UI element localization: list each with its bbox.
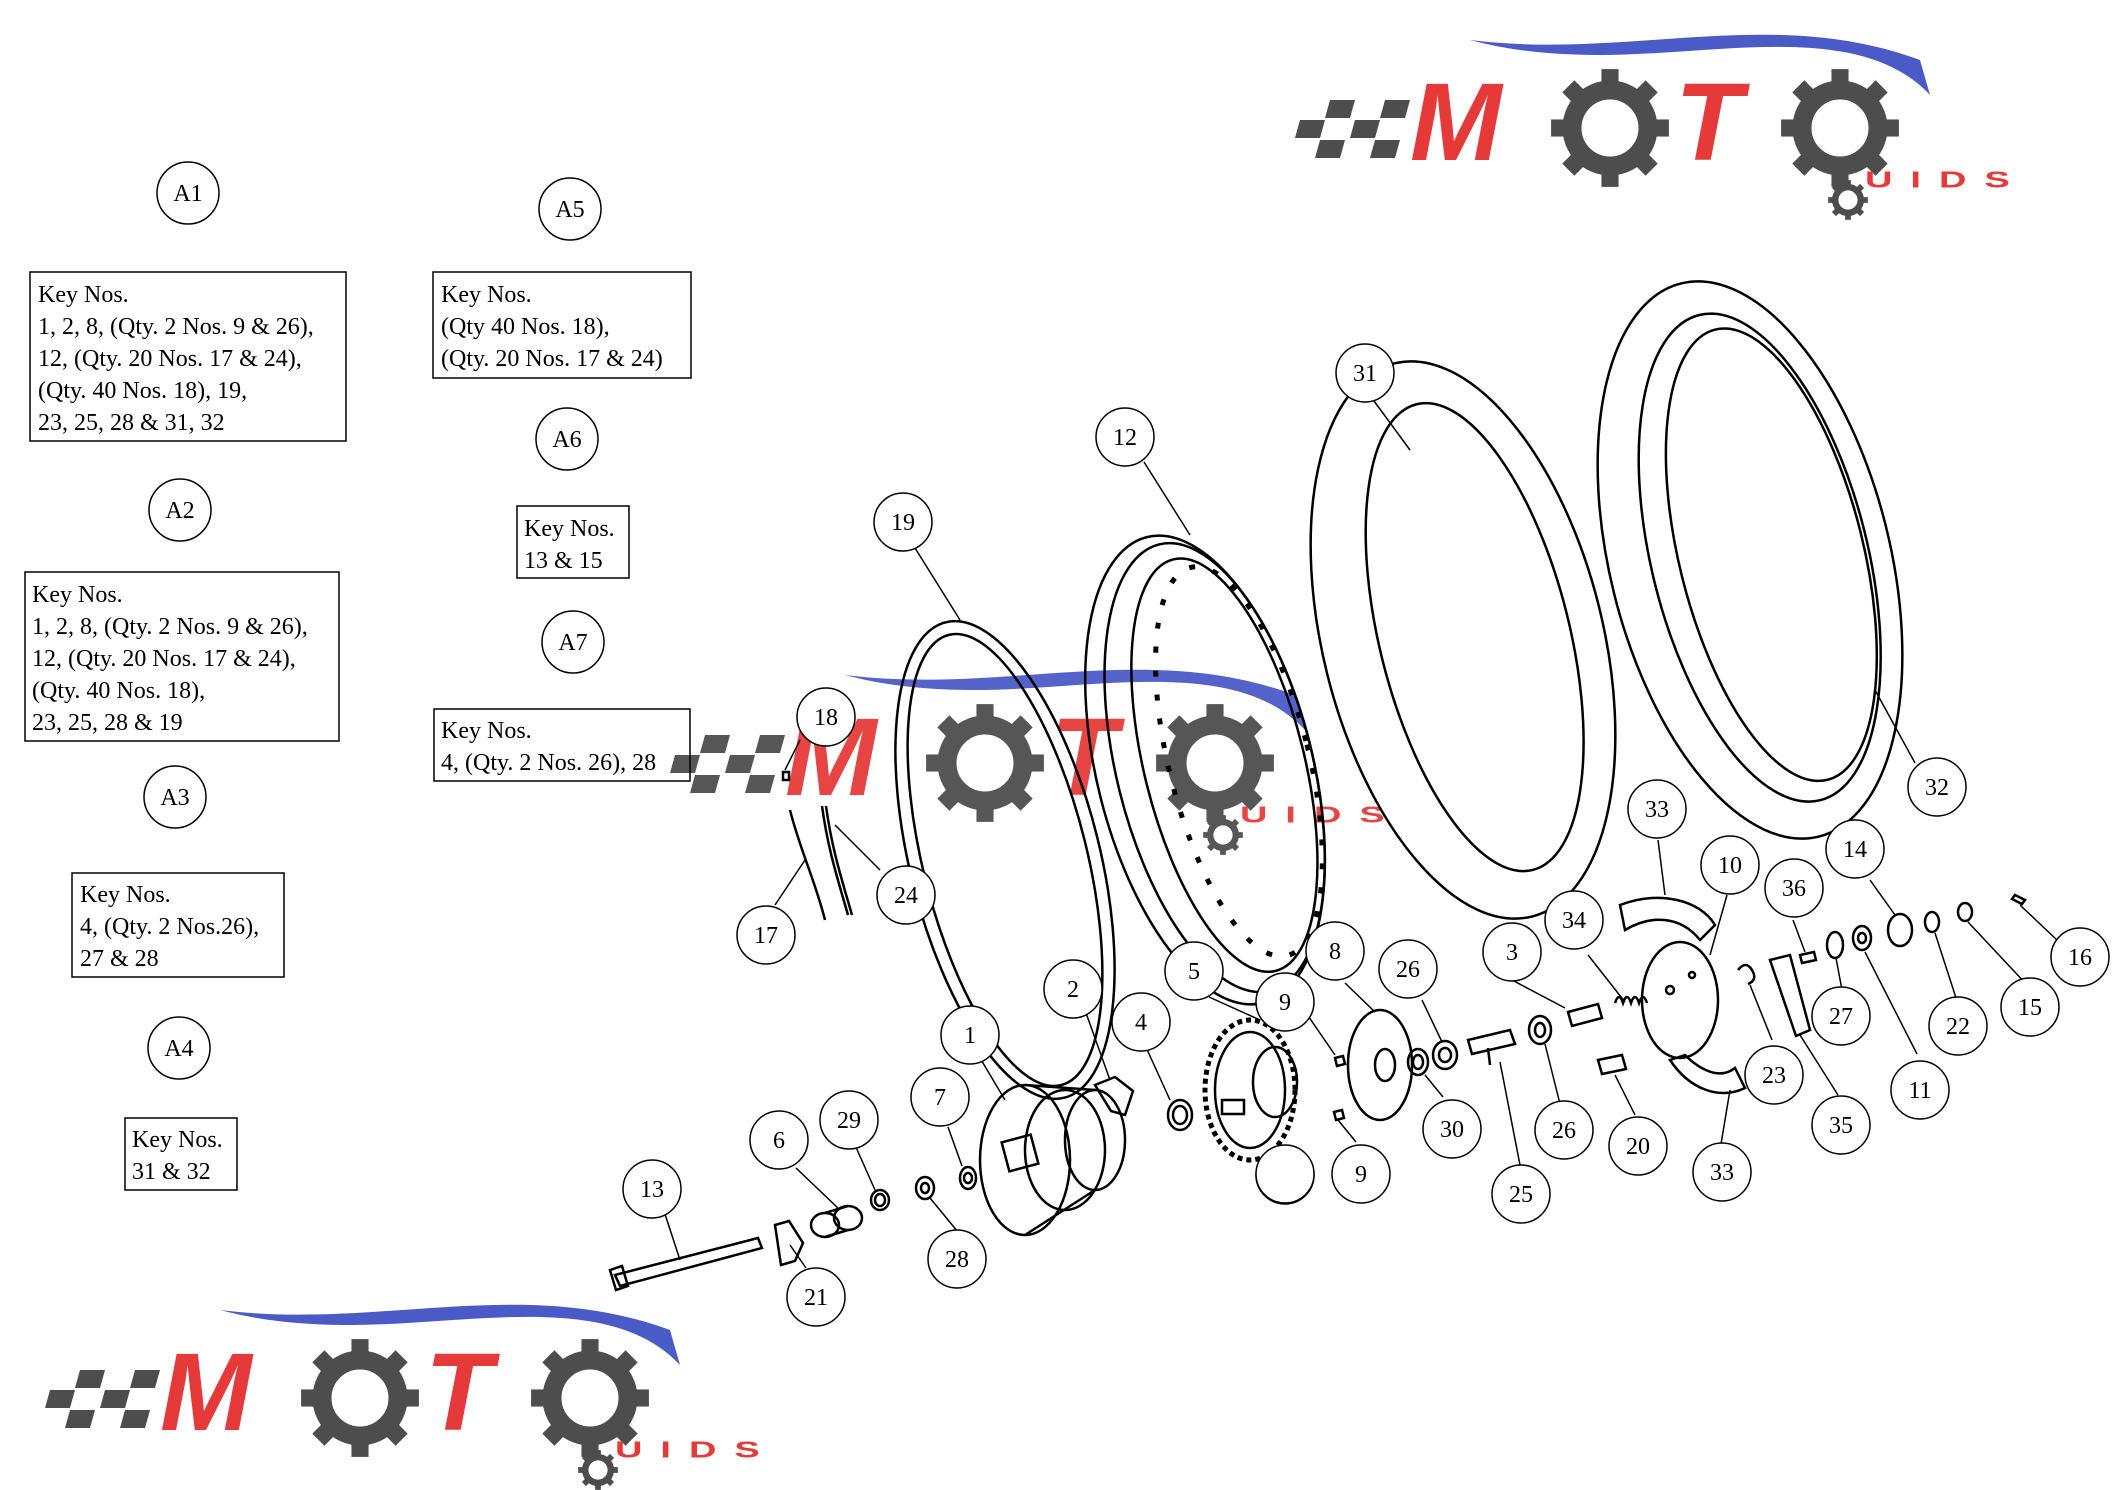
assembly-key-text: Key Nos. 1, 2, 8, (Qty. 2 Nos. 9 & 26), … — [32, 282, 663, 1185]
part-drawings — [608, 280, 2027, 1292]
part-number-circles-extra — [1255, 972, 1391, 1204]
part-label-1: 1 — [964, 1023, 976, 1049]
part-number-circles — [622, 343, 2110, 1327]
part-label-11: 11 — [1908, 1078, 1931, 1104]
part-label-16: 16 — [2068, 945, 2092, 971]
part-label-28: 28 — [945, 1247, 969, 1273]
a1-line: 12, (Qty. 20 Nos. 17 & 24), — [38, 346, 302, 372]
a1-line: Key Nos. — [38, 282, 129, 308]
part-label-15: 15 — [2018, 995, 2042, 1021]
part-label-22: 22 — [1946, 1014, 1970, 1040]
part-leader-lines — [662, 400, 2058, 1269]
a1-line: 23, 25, 28 & 31, 32 — [38, 410, 225, 436]
assembly-id-a1: A1 — [173, 181, 202, 207]
part-label-19: 19 — [891, 510, 915, 536]
a6-line: Key Nos. — [524, 516, 615, 542]
part-label-33-bottom: 33 — [1710, 1160, 1734, 1186]
part-label-26-top: 26 — [1396, 957, 1420, 983]
part-number-labels: 31 12 19 18 24 17 32 33 10 36 14 16 34 3… — [640, 361, 2092, 1311]
a5-line: Key Nos. — [441, 282, 532, 308]
moto-guids-logo-bottom: UIDS — [45, 1305, 778, 1490]
a4-line: 31 & 32 — [132, 1159, 211, 1185]
part-label-7: 7 — [934, 1085, 946, 1111]
part-label-2: 2 — [1067, 977, 1079, 1003]
moto-guids-logo-center: UIDS — [670, 670, 1385, 855]
part-label-20: 20 — [1626, 1134, 1650, 1160]
a2-line: 23, 25, 28 & 19 — [32, 710, 183, 736]
a3-line: Key Nos. — [80, 882, 171, 908]
part-label-23: 23 — [1762, 1063, 1786, 1089]
part-label-17: 17 — [754, 923, 778, 949]
part-number-labels-extra: 9 9 — [1279, 990, 1367, 1188]
tyre-32 — [1596, 280, 1904, 840]
assembly-key-list — [24, 161, 692, 1191]
part-label-32: 32 — [1925, 775, 1949, 801]
assembly-id-a5: A5 — [555, 197, 584, 223]
moto-guids-logo-top: UIDS — [1295, 35, 2028, 220]
part-label-10: 10 — [1718, 853, 1742, 879]
assembly-labels: A1 A2 A3 A4 A5 A6 A7 — [160, 181, 587, 1062]
part-label-5: 5 — [1188, 959, 1200, 985]
part-label-8: 8 — [1329, 939, 1341, 965]
part-label-36: 36 — [1782, 876, 1806, 902]
a3-line: 27 & 28 — [80, 946, 159, 972]
part-label-14: 14 — [1843, 837, 1867, 863]
part-label-13: 13 — [640, 1177, 664, 1203]
a3-line: 4, (Qty. 2 Nos.26), — [80, 914, 259, 940]
part-label-6: 6 — [773, 1128, 785, 1154]
a5-line: (Qty. 20 Nos. 17 & 24) — [441, 346, 663, 372]
assembly-id-a7: A7 — [558, 630, 587, 656]
a7-line: 4, (Qty. 2 Nos. 26), 28 — [441, 750, 656, 776]
part-label-21: 21 — [804, 1285, 828, 1311]
a2-line: (Qty. 40 Nos. 18), — [32, 678, 205, 704]
assembly-id-a4: A4 — [164, 1036, 193, 1062]
assembly-id-a6: A6 — [552, 427, 581, 453]
part-label-35: 35 — [1829, 1113, 1853, 1139]
part-label-9a: 9 — [1279, 990, 1291, 1016]
a6-line: 13 & 15 — [524, 548, 603, 574]
inner-tube-31 — [1309, 360, 1617, 920]
part-label-29: 29 — [837, 1108, 861, 1134]
part-label-18: 18 — [814, 705, 838, 731]
part-label-9b: 9 — [1355, 1162, 1367, 1188]
a2-line: 12, (Qty. 20 Nos. 17 & 24), — [32, 646, 296, 672]
part-label-34: 34 — [1562, 908, 1586, 934]
a5-line: (Qty 40 Nos. 18), — [441, 314, 610, 340]
part-label-26-bottom: 26 — [1552, 1118, 1576, 1144]
assembly-id-a2: A2 — [165, 498, 194, 524]
logo-guids-text: UIDS — [1865, 167, 2028, 192]
a7-line: Key Nos. — [441, 718, 532, 744]
part-label-33-top: 33 — [1645, 797, 1669, 823]
part-label-31: 31 — [1353, 361, 1377, 387]
part-label-4: 4 — [1135, 1010, 1147, 1036]
part-label-3: 3 — [1506, 940, 1518, 966]
part-label-24: 24 — [894, 883, 918, 909]
part-label-25: 25 — [1509, 1182, 1533, 1208]
part-label-12: 12 — [1113, 425, 1137, 451]
a2-line: Key Nos. — [32, 582, 123, 608]
assembly-id-a3: A3 — [160, 785, 189, 811]
a1-line: 1, 2, 8, (Qty. 2 Nos. 9 & 26), — [38, 314, 314, 340]
logo-guids-text-bottom: UIDS — [615, 1437, 778, 1462]
a4-line: Key Nos. — [132, 1127, 223, 1153]
a2-line: 1, 2, 8, (Qty. 2 Nos. 9 & 26), — [32, 614, 308, 640]
a1-line: (Qty. 40 Nos. 18), 19, — [38, 378, 247, 404]
part-label-30: 30 — [1440, 1117, 1464, 1143]
part-label-27: 27 — [1829, 1004, 1853, 1030]
